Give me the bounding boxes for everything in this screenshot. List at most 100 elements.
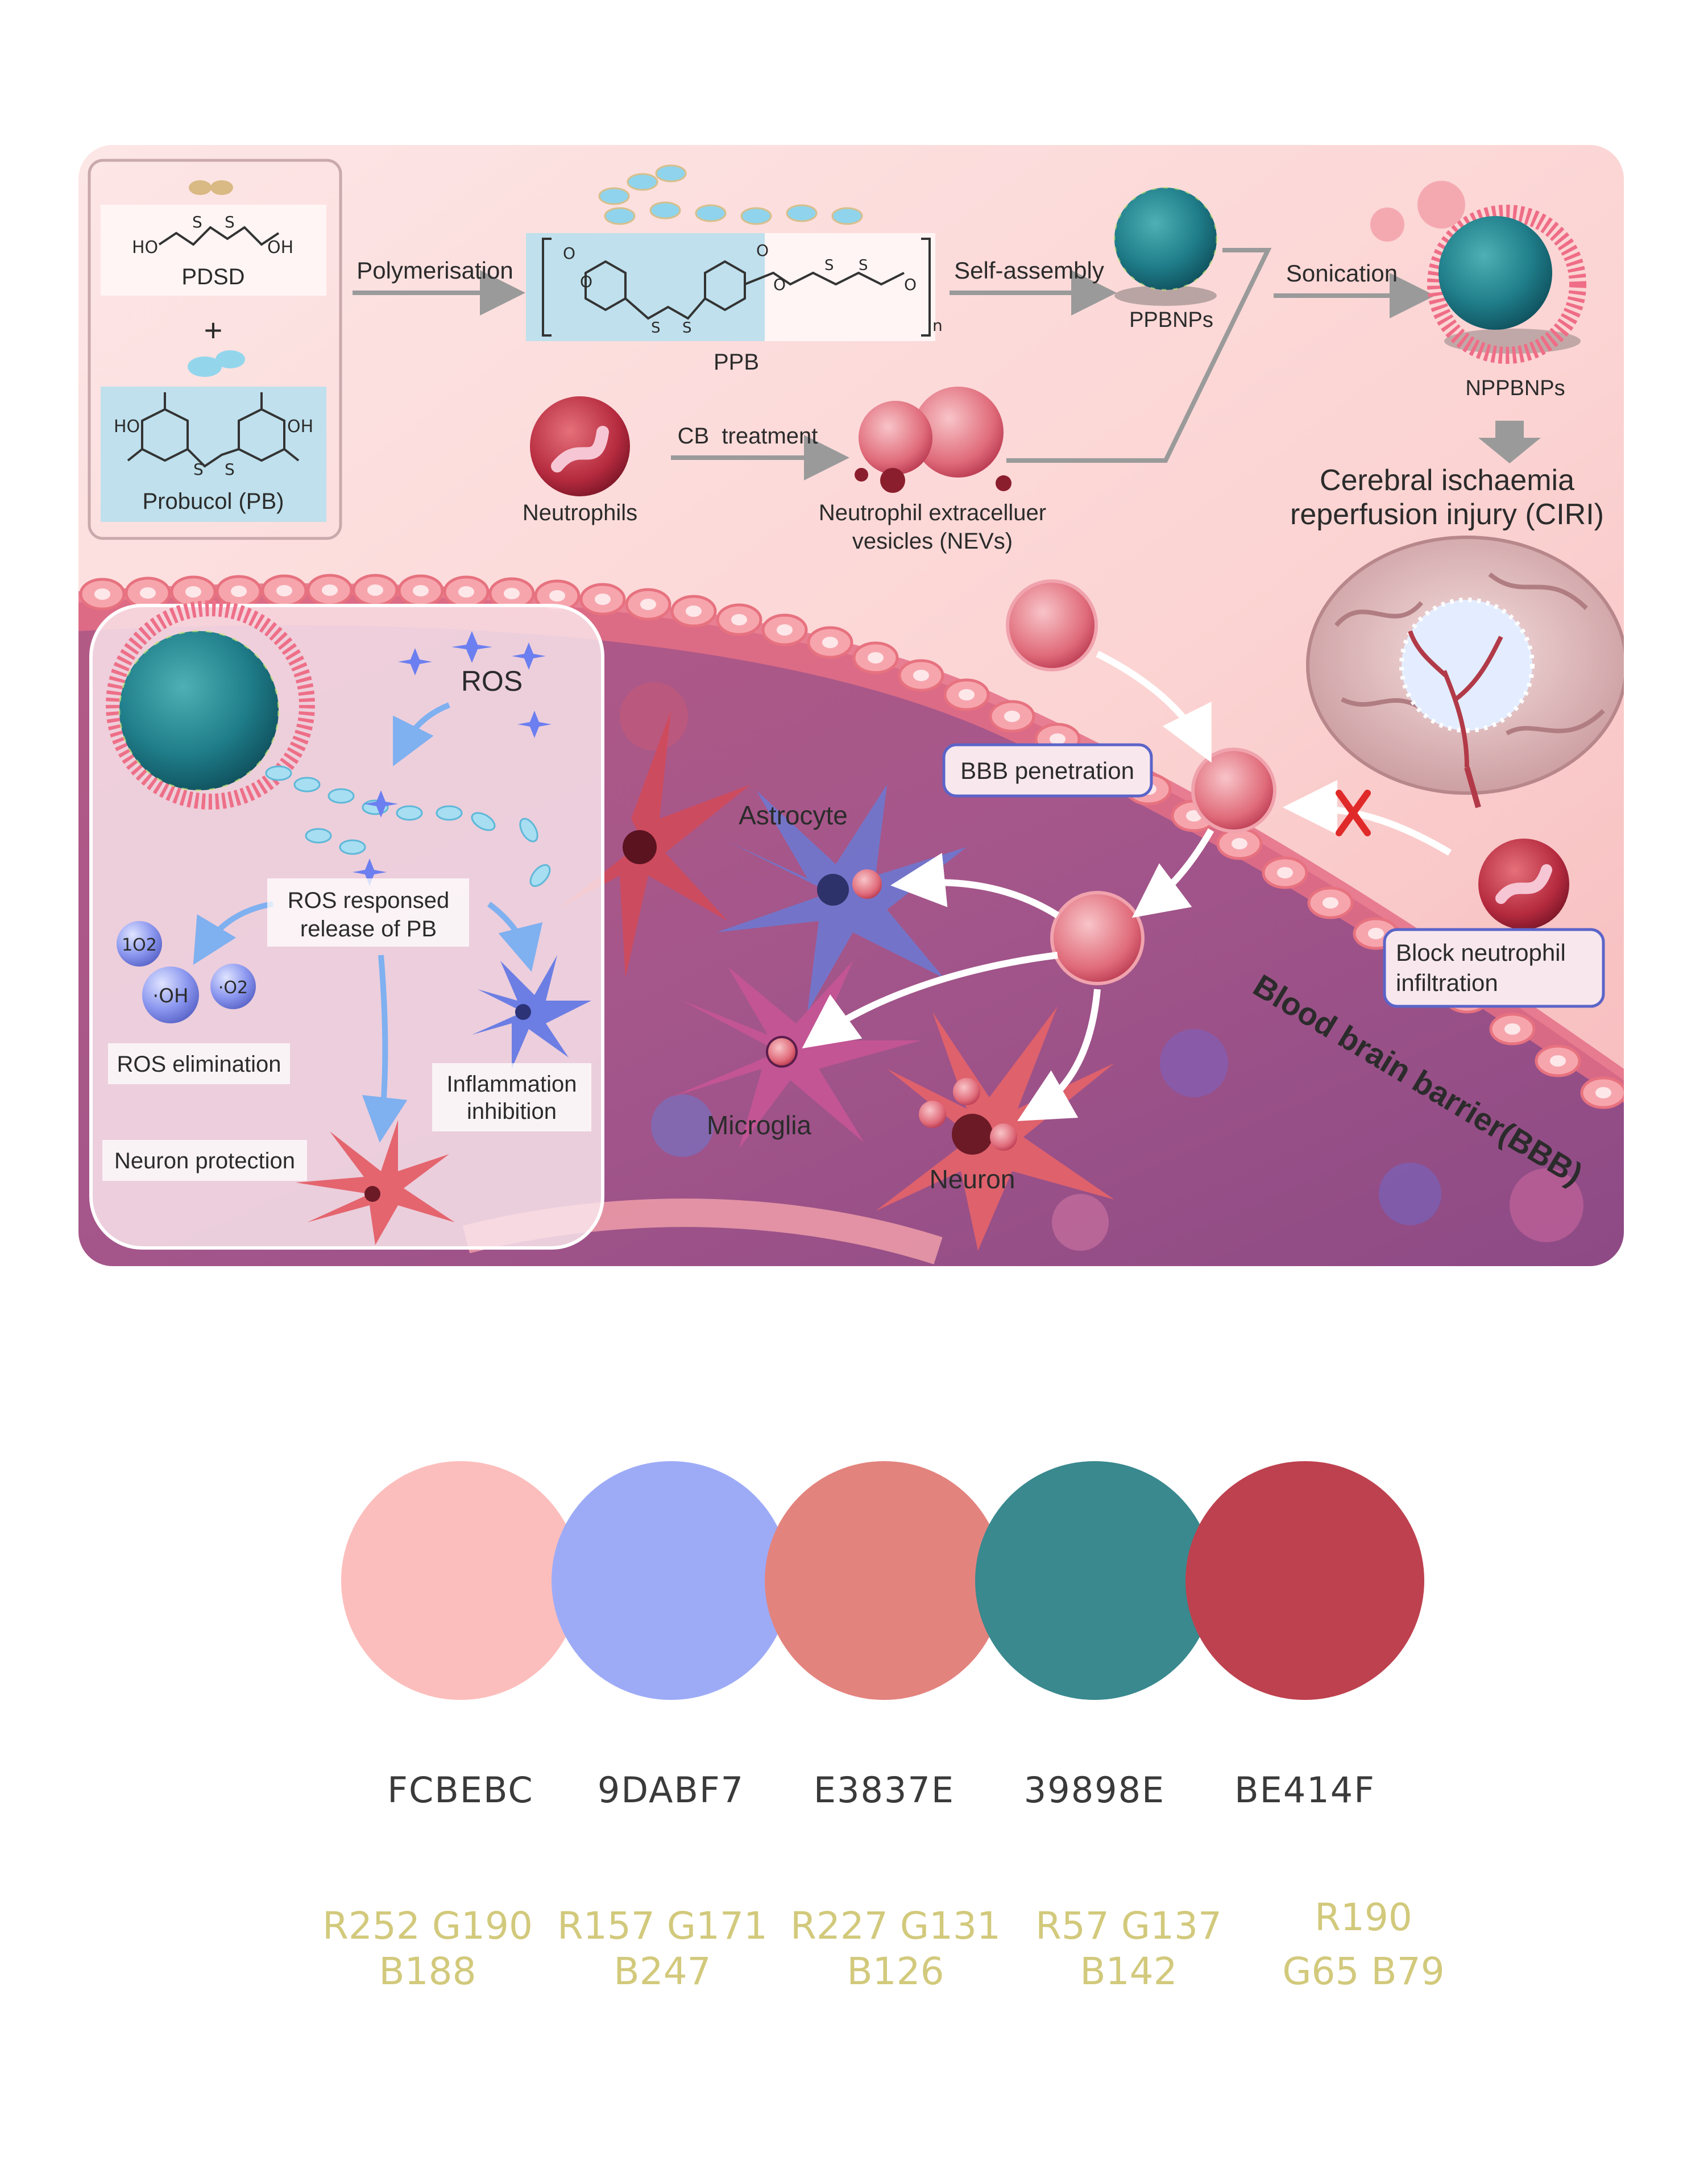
block-neutrophil-line1: Block neutrophil bbox=[1396, 939, 1566, 966]
palette-rgb-line1-4: R57 G137 bbox=[1035, 1904, 1222, 1948]
ppb-o5-label: O bbox=[904, 275, 917, 294]
palette-hex-4: 39898E bbox=[1024, 1769, 1165, 1811]
arrow-to-neuron bbox=[1017, 989, 1101, 1121]
ppb-n-subscript: n bbox=[932, 316, 943, 335]
ppb-s3-label: S bbox=[824, 257, 834, 274]
ros-elimination-label: ROS elimination bbox=[117, 1052, 281, 1077]
bbb-penetration-label: BBB penetration bbox=[960, 757, 1134, 784]
neuron-protection-box bbox=[102, 1140, 307, 1181]
ros-arrow bbox=[393, 702, 450, 766]
pb-s1-label: S bbox=[193, 460, 204, 479]
pdsd-structure bbox=[158, 226, 280, 246]
inset-glia-cell bbox=[472, 955, 591, 1069]
coated-nanoparticle bbox=[106, 600, 315, 810]
sonication-label: Sonication bbox=[1286, 260, 1398, 287]
pb-box bbox=[101, 387, 326, 522]
inflammation-box bbox=[432, 1063, 591, 1131]
pb-release-chain bbox=[265, 765, 551, 887]
vesicle-on-neuron-3 bbox=[990, 1123, 1017, 1151]
pdsd-bead-icon-2 bbox=[210, 180, 233, 195]
palette-rgb-line1-1: R252 G190 bbox=[322, 1904, 533, 1948]
neuron-protection-label: Neuron protection bbox=[114, 1148, 295, 1173]
astrocyte-cell bbox=[716, 785, 967, 1012]
nev-vesicle-large bbox=[913, 387, 1004, 478]
nppbnp-particle bbox=[1427, 205, 1586, 364]
brain-illustration bbox=[1306, 536, 1624, 808]
pdsd-ho-label: HO bbox=[132, 238, 158, 258]
palette-hex-3: E3837E bbox=[814, 1769, 955, 1811]
palette-swatch-3 bbox=[765, 1461, 1004, 1700]
ros-stars bbox=[353, 631, 552, 886]
ppbnp-texture bbox=[1113, 186, 1218, 291]
ros-label: ROS bbox=[461, 665, 523, 697]
palette-hex-2: 9DABF7 bbox=[598, 1769, 744, 1811]
ros-release-line1: ROS responsed bbox=[288, 888, 450, 913]
palette-hex-1: FCBEBC bbox=[387, 1769, 533, 1811]
vesicle-on-microglia bbox=[768, 1038, 795, 1065]
superoxide-label: ·O2 bbox=[218, 978, 248, 998]
monomer-box bbox=[88, 159, 342, 540]
microglia-label: Microglia bbox=[707, 1110, 811, 1140]
ppb-o4-label: O bbox=[773, 275, 786, 294]
down-arrow-ciri bbox=[1478, 421, 1541, 463]
ppb-box-light bbox=[765, 233, 935, 341]
neutrophils-label: Neutrophils bbox=[523, 500, 637, 525]
vesicle-on-astrocyte bbox=[852, 869, 882, 899]
nevs-label-line2: vesicles (NEVs) bbox=[852, 529, 1013, 554]
nev-fragment-2 bbox=[855, 468, 868, 482]
nppbnp-in-blood bbox=[1006, 579, 1098, 671]
palette-swatch-5 bbox=[1185, 1461, 1424, 1700]
pdsd-oh-label: OH bbox=[267, 238, 293, 258]
pb-ho-label: HO bbox=[114, 417, 140, 437]
nppbnp-in-brain bbox=[1050, 891, 1145, 985]
arrow-to-microglia bbox=[802, 952, 1058, 1049]
nev-fragment-3 bbox=[996, 475, 1011, 491]
ros-release-line2: release of PB bbox=[300, 916, 437, 941]
block-neutrophil-box bbox=[1383, 928, 1605, 1008]
inflammation-line1: Inflammation bbox=[447, 1072, 577, 1097]
plus-sign: + bbox=[204, 312, 223, 348]
palette-rgb-line2-4: B142 bbox=[1080, 1950, 1177, 1993]
small-vesicle-1 bbox=[1370, 208, 1404, 242]
arrow-to-bbb bbox=[1096, 650, 1212, 763]
arrow-into-brain bbox=[1131, 828, 1214, 918]
block-cross-icon bbox=[1336, 790, 1371, 836]
pdsd-s1-label: S bbox=[192, 213, 202, 231]
pb-s2-label: S bbox=[225, 460, 235, 479]
left-neuron-cell bbox=[557, 711, 751, 978]
pb-structure bbox=[127, 392, 300, 468]
cb-treatment-label: CB treatment bbox=[678, 424, 818, 449]
ros-elimination-box bbox=[108, 1043, 290, 1084]
singlet-oxygen-label: 1O2 bbox=[122, 935, 157, 955]
ppb-o1-label: O bbox=[563, 244, 575, 263]
superoxide-molecule bbox=[210, 964, 256, 1009]
pb-bead-icon bbox=[188, 356, 222, 377]
arrow-to-neuron-protection bbox=[362, 955, 408, 1143]
singlet-oxygen-molecule bbox=[117, 921, 162, 967]
nevs-label-line1: Neutrophil extracelluer bbox=[819, 500, 1046, 525]
palette-swatch-1 bbox=[341, 1461, 580, 1700]
arrow-neutrophil-blocked bbox=[1283, 780, 1452, 856]
ciri-label-line1: Cerebral ischaemia bbox=[1320, 464, 1574, 497]
pdsd-label: PDSD bbox=[181, 264, 244, 289]
nppbnps-label: NPPBNPs bbox=[1465, 376, 1565, 400]
vesicle-on-neuron-2 bbox=[953, 1078, 980, 1105]
ppb-highlight bbox=[526, 233, 765, 341]
ppb-s1-label: S bbox=[651, 320, 661, 337]
inset-neuron-cell bbox=[296, 1120, 455, 1245]
palette-swatch-4 bbox=[975, 1461, 1214, 1700]
nev-vesicle-medium bbox=[859, 401, 932, 475]
ppb-brackets bbox=[542, 238, 931, 337]
ppb-label: PPB bbox=[714, 350, 759, 375]
pb-oh-label: OH bbox=[287, 417, 313, 437]
ppb-structure bbox=[584, 260, 905, 320]
pb-bead-icon-2 bbox=[215, 350, 245, 368]
background-glia bbox=[620, 682, 1583, 1251]
arrow-to-astrocyte bbox=[890, 853, 1060, 919]
hydroxyl-radical-molecule bbox=[142, 967, 199, 1023]
neutrophil-cell bbox=[530, 396, 630, 496]
pdsd-box bbox=[101, 205, 326, 296]
palette-rgb-line2-5: G65 B79 bbox=[1282, 1950, 1444, 1993]
hydroxyl-radical-label: ·OH bbox=[152, 985, 188, 1007]
